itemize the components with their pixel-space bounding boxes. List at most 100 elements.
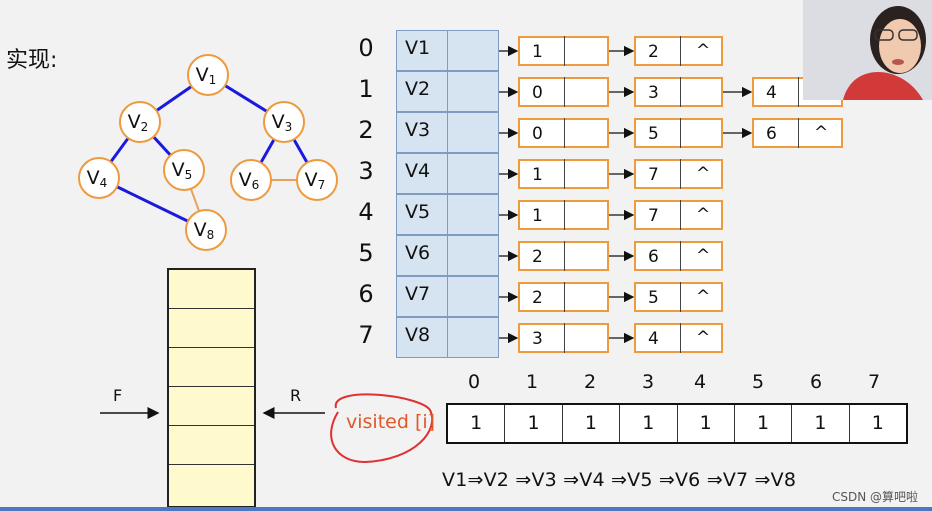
graph-vertex-label: V4 bbox=[87, 167, 108, 190]
visited-index-label: 3 bbox=[641, 371, 655, 393]
adjacency-head-cell: V7 bbox=[396, 276, 499, 317]
edge-node-value: 4 bbox=[766, 83, 777, 103]
adjacency-row-index: 7 bbox=[358, 321, 374, 349]
edge-node-value: 5 bbox=[648, 288, 659, 308]
queue-front-label: F bbox=[113, 386, 123, 405]
edge-node-value: 0 bbox=[532, 124, 543, 144]
null-pointer-marker: ^ bbox=[696, 328, 711, 348]
adjacency-row-index: 2 bbox=[358, 116, 374, 144]
queue-slot bbox=[169, 270, 254, 309]
edge-node: 2 bbox=[518, 241, 609, 271]
graph-vertex-v5: V5 bbox=[163, 149, 205, 191]
adjacency-row-index: 5 bbox=[358, 239, 374, 267]
visited-label: visited [i] bbox=[346, 411, 436, 433]
adjacency-vertex-name: V5 bbox=[405, 201, 431, 223]
edge-node-value: 3 bbox=[532, 329, 543, 349]
page-heading: 实现: bbox=[6, 48, 58, 73]
bfs-queue bbox=[167, 268, 256, 508]
adjacency-vertex-name: V2 bbox=[405, 78, 431, 100]
graph-vertex-v4: V4 bbox=[78, 157, 120, 199]
graph-vertex-label: V3 bbox=[272, 111, 293, 134]
edge-node: 0 bbox=[518, 118, 609, 148]
adjacency-vertex-name: V8 bbox=[405, 324, 431, 346]
edge-node: 7^ bbox=[634, 159, 723, 189]
adjacency-head-cell: V3 bbox=[396, 112, 499, 153]
edge-node: 1 bbox=[518, 159, 609, 189]
presenter-avatar bbox=[803, 0, 932, 100]
visited-cell: 1 bbox=[563, 405, 621, 442]
edge-node-value: 2 bbox=[532, 247, 543, 267]
visited-cell: 1 bbox=[678, 405, 735, 442]
edge-node-value: 6 bbox=[766, 124, 777, 144]
graph-vertex-v2: V2 bbox=[119, 101, 161, 143]
edge-node: 6^ bbox=[752, 118, 843, 148]
edge-node: 3 bbox=[634, 77, 723, 107]
edge-node: 4^ bbox=[634, 323, 723, 353]
visited-index-label: 4 bbox=[693, 371, 707, 393]
edge-node-value: 1 bbox=[532, 42, 543, 62]
graph-vertex-label: V5 bbox=[172, 159, 193, 182]
visited-cell: 1 bbox=[620, 405, 678, 442]
visited-cell: 1 bbox=[792, 405, 850, 442]
queue-slot bbox=[169, 309, 254, 348]
adjacency-head-cell: V2 bbox=[396, 71, 499, 112]
adjacency-head-cell: V1 bbox=[396, 30, 499, 71]
queue-slot bbox=[169, 387, 254, 426]
graph-vertex-v7: V7 bbox=[296, 159, 338, 201]
edge-node-value: 2 bbox=[648, 42, 659, 62]
null-pointer-marker: ^ bbox=[696, 164, 711, 184]
edge-node: 1 bbox=[518, 36, 609, 66]
queue-rear-label: R bbox=[290, 386, 302, 405]
edge-node-value: 1 bbox=[532, 206, 543, 226]
presenter-video bbox=[803, 0, 932, 100]
visited-cell: 1 bbox=[735, 405, 793, 442]
null-pointer-marker: ^ bbox=[696, 246, 711, 266]
traversal-order: V1⇒V2 ⇒V3 ⇒V4 ⇒V5 ⇒V6 ⇒V7 ⇒V8 bbox=[442, 469, 797, 491]
watermark: CSDN @算吧啦 bbox=[831, 490, 918, 504]
adjacency-row-index: 4 bbox=[358, 198, 374, 226]
graph-vertex-v3: V3 bbox=[263, 101, 305, 143]
null-pointer-marker: ^ bbox=[814, 123, 829, 143]
edge-node: 0 bbox=[518, 77, 609, 107]
null-pointer-marker: ^ bbox=[696, 287, 711, 307]
adjacency-vertex-name: V4 bbox=[405, 160, 431, 182]
edge-node-value: 4 bbox=[648, 329, 659, 349]
edge-node: 7^ bbox=[634, 200, 723, 230]
edge-node: 5^ bbox=[634, 282, 723, 312]
graph-vertex-v1: V1 bbox=[187, 54, 229, 96]
visited-cell: 1 bbox=[448, 405, 506, 442]
visited-index-label: 2 bbox=[583, 371, 597, 393]
edge-node: 1 bbox=[518, 200, 609, 230]
visited-index-label: 5 bbox=[751, 371, 765, 393]
adjacency-row-index: 3 bbox=[358, 157, 374, 185]
adjacency-vertex-name: V7 bbox=[405, 283, 431, 305]
edge-node-value: 0 bbox=[532, 83, 543, 103]
adjacency-head-cell: V4 bbox=[396, 153, 499, 194]
edge-node-value: 1 bbox=[532, 165, 543, 185]
edge-node-value: 7 bbox=[648, 165, 659, 185]
edge-node: 2^ bbox=[634, 36, 723, 66]
visited-index-label: 7 bbox=[867, 371, 881, 393]
graph-vertex-label: V7 bbox=[305, 169, 326, 192]
null-pointer-marker: ^ bbox=[696, 205, 711, 225]
bottom-bar bbox=[0, 507, 932, 511]
visited-cell: 1 bbox=[505, 405, 563, 442]
edge-node-value: 2 bbox=[532, 288, 543, 308]
adjacency-vertex-name: V6 bbox=[405, 242, 431, 264]
null-pointer-marker: ^ bbox=[696, 41, 711, 61]
adjacency-head-cell: V8 bbox=[396, 317, 499, 358]
visited-cell: 1 bbox=[871, 412, 884, 434]
graph-vertex-v8: V8 bbox=[185, 209, 227, 251]
visited-index-label: 1 bbox=[525, 371, 539, 393]
adjacency-row-index: 0 bbox=[358, 34, 374, 62]
adjacency-row-index: 1 bbox=[358, 75, 374, 103]
adjacency-head-cell: V6 bbox=[396, 235, 499, 276]
edge-node-value: 7 bbox=[648, 206, 659, 226]
adjacency-vertex-name: V3 bbox=[405, 119, 431, 141]
graph-vertex-label: V1 bbox=[196, 64, 217, 87]
graph-vertex-label: V6 bbox=[239, 169, 260, 192]
queue-slot bbox=[169, 426, 254, 465]
edge-node-value: 5 bbox=[648, 124, 659, 144]
edge-node-value: 3 bbox=[648, 83, 659, 103]
